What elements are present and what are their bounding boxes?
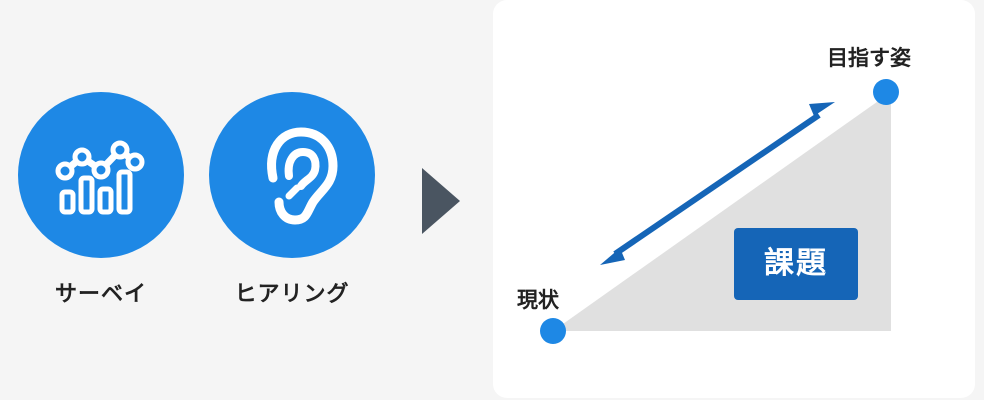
gap-arrowhead-start-icon (600, 248, 625, 265)
current-point-dot (540, 318, 566, 344)
gap-double-arrow-shaft (613, 112, 821, 257)
current-state-label: 現状 (517, 288, 559, 312)
gap-diagram-panel: 現状 目指す姿 課題 (493, 0, 975, 398)
hearing-circle (209, 92, 375, 258)
target-state-label: 目指す姿 (827, 46, 911, 70)
target-point-dot (873, 79, 899, 105)
issue-badge: 課題 (734, 228, 858, 300)
flow-arrow-icon (422, 168, 460, 234)
gap-arrowhead-end-icon (809, 102, 835, 116)
bar-line-chart-icon (55, 140, 145, 215)
survey-label: サーベイ (54, 282, 147, 307)
survey-circle (18, 92, 184, 258)
ear-icon (267, 127, 338, 225)
hearing-label: ヒアリング (234, 282, 350, 307)
